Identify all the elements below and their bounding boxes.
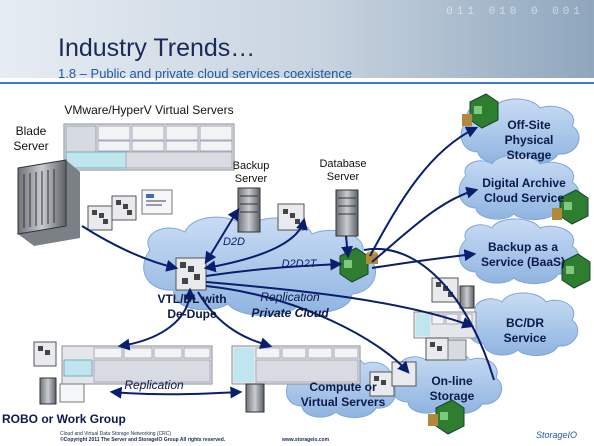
replication-bottom-label: Replication <box>124 378 184 392</box>
blade-server-label: Blade Server <box>13 124 49 153</box>
title-divider <box>0 82 594 84</box>
compute-server-icon <box>245 383 265 413</box>
vm-grid-robo <box>61 345 213 385</box>
robo-storage-icon <box>33 341 57 367</box>
footer-url: www.storageio.com <box>282 437 330 443</box>
cloud-offsite-label: Off-Site Physical Storage <box>504 118 554 162</box>
private-cloud-label: Private Cloud <box>251 306 329 320</box>
replication-top-label: Replication <box>260 290 320 304</box>
tape-library-icon-online <box>428 399 465 435</box>
vm-grid-top <box>63 123 235 171</box>
vtl-label: VTL/DL with De-Dupe <box>157 292 227 321</box>
robo-server-icon <box>39 377 85 405</box>
cloud-baas-label: Backup as a Service (BaaS) <box>480 240 566 269</box>
storageio-logo: StorageIO <box>536 430 578 440</box>
slide-subtitle: 1.8 – Public and private cloud services … <box>58 66 353 81</box>
tape-library-icon-baas <box>561 253 591 289</box>
tape-library-icon-archive <box>552 189 589 225</box>
storage-array-icon-baas <box>431 277 475 309</box>
footer-left: Cloud and Virtual Data Storage Networkin… <box>60 431 172 437</box>
storage-array-icon-left <box>87 195 137 231</box>
d2d2t-label: D2D2T <box>281 258 317 270</box>
connection-arrows <box>81 126 495 399</box>
cloud-bcdr-label: BC/DR Service <box>503 316 547 345</box>
storage-array-icon-mid <box>277 203 305 231</box>
footer-copyright: ©Copyright 2011 The Server and StorageIO… <box>60 437 226 443</box>
cloud-compute-label: Compute or Virtual Servers <box>300 380 386 409</box>
database-server-icon <box>335 189 359 237</box>
cloud-online-label: On-line Storage <box>429 374 475 403</box>
header-band: 011 010 0 001 <box>0 0 594 78</box>
cloud-bcdr-shape <box>468 292 579 356</box>
d2d-label: D2D <box>222 236 245 248</box>
vtl-icon <box>175 257 207 291</box>
blade-server-icon <box>17 159 80 246</box>
backup-server-label: Backup Server <box>232 160 270 185</box>
cloud-archive-label: Digital Archive Cloud Service <box>482 176 566 205</box>
tape-library-icon-offsite <box>462 93 499 129</box>
database-server-label: Database Server <box>319 158 367 183</box>
vm-grid-compute <box>231 345 361 385</box>
vmware-servers-label: VMware/HyperV Virtual Servers <box>64 103 234 117</box>
storage-array-icon-bcdr <box>425 337 467 361</box>
robo-label: ROBO or Work Group <box>2 412 126 426</box>
header-digits: 011 010 0 001 <box>446 6 584 18</box>
slide-title: Industry Trends… <box>58 34 256 62</box>
screen-icon-top <box>141 189 173 215</box>
backup-server-icon <box>237 187 261 233</box>
